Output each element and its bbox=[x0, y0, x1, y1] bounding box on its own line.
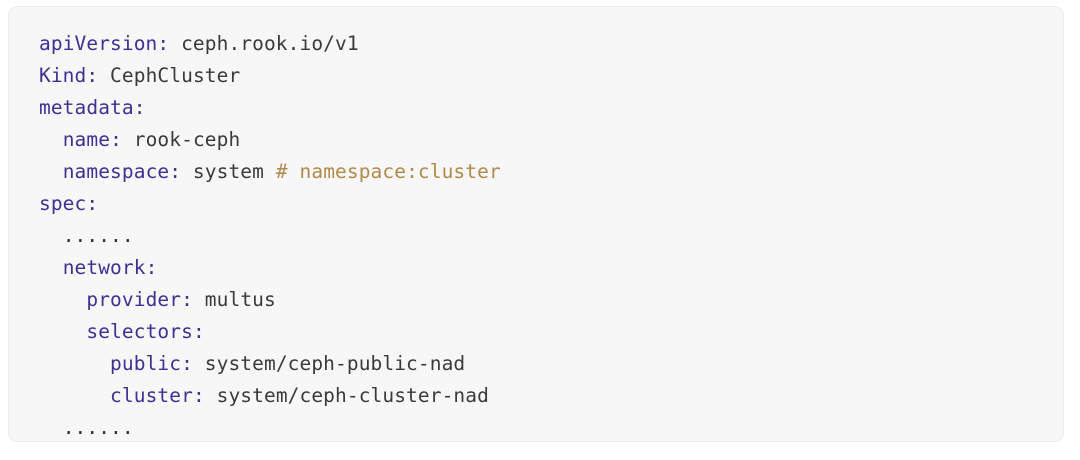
yaml-colon: : bbox=[86, 64, 99, 87]
indent-space bbox=[39, 352, 110, 375]
yaml-value: system bbox=[181, 160, 276, 183]
code-line: apiVersion: ceph.rook.io/v1 bbox=[39, 28, 1063, 60]
yaml-colon: : bbox=[192, 384, 205, 407]
indent-space bbox=[39, 288, 86, 311]
code-line: selectors: bbox=[39, 316, 1063, 348]
code-line: network: bbox=[39, 252, 1063, 284]
yaml-key: public bbox=[110, 352, 182, 375]
yaml-value: system/ceph-cluster-nad bbox=[204, 384, 489, 407]
yaml-colon: : bbox=[169, 160, 182, 183]
yaml-key: Kind bbox=[39, 64, 87, 87]
yaml-colon: : bbox=[145, 256, 158, 279]
yaml-value: CephCluster bbox=[98, 64, 241, 87]
yaml-value: ceph.rook.io/v1 bbox=[169, 32, 359, 55]
yaml-key: spec bbox=[39, 192, 87, 215]
indent-space bbox=[39, 384, 110, 407]
indent-space bbox=[39, 128, 63, 151]
yaml-key: network bbox=[62, 256, 146, 279]
ellipsis-token: ...... bbox=[62, 224, 134, 247]
yaml-colon: : bbox=[192, 320, 205, 343]
yaml-colon: : bbox=[181, 352, 193, 375]
code-line: provider: multus bbox=[39, 284, 1063, 316]
yaml-comment: # namespace:cluster bbox=[275, 160, 501, 183]
yaml-key: metadata bbox=[39, 96, 134, 119]
yaml-key: selectors bbox=[86, 320, 193, 343]
indent-space bbox=[39, 416, 63, 439]
code-line: ...... bbox=[39, 220, 1063, 252]
yaml-colon: : bbox=[157, 32, 170, 55]
yaml-key: name bbox=[62, 128, 111, 151]
yaml-key: namespace bbox=[62, 160, 170, 183]
yaml-colon: : bbox=[110, 128, 122, 151]
yaml-colon: : bbox=[133, 96, 146, 119]
indent-space bbox=[39, 160, 63, 183]
yaml-colon: : bbox=[181, 288, 193, 311]
yaml-key: provider bbox=[86, 288, 182, 311]
yaml-key: apiVersion bbox=[39, 32, 158, 55]
code-line: name: rook-ceph bbox=[39, 124, 1063, 156]
yaml-value: rook-ceph bbox=[121, 128, 241, 151]
ellipsis-token: ...... bbox=[62, 416, 134, 439]
code-line: namespace: system # namespace:cluster bbox=[39, 156, 1063, 188]
yaml-value: multus bbox=[192, 288, 276, 311]
code-line: cluster: system/ceph-cluster-nad bbox=[39, 380, 1063, 412]
yaml-colon: : bbox=[86, 192, 99, 215]
code-line: metadata: bbox=[39, 92, 1063, 124]
code-line: public: system/ceph-public-nad bbox=[39, 348, 1063, 380]
indent-space bbox=[39, 224, 63, 247]
indent-space bbox=[39, 256, 63, 279]
code-line: spec: bbox=[39, 188, 1063, 220]
code-line: Kind: CephCluster bbox=[39, 60, 1063, 92]
code-line: ...... bbox=[39, 412, 1063, 444]
indent-space bbox=[39, 320, 86, 343]
yaml-value: system/ceph-public-nad bbox=[192, 352, 466, 375]
yaml-key: cluster bbox=[110, 384, 193, 407]
